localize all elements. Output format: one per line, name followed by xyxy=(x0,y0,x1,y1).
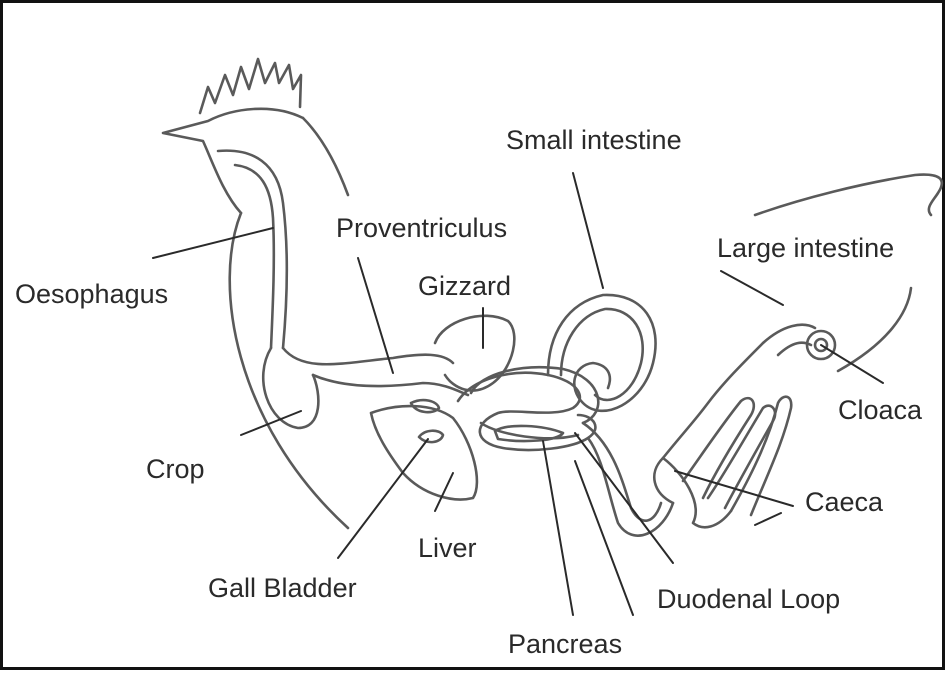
label-gizzard: Gizzard xyxy=(418,273,511,300)
cloaca-leader xyxy=(821,345,883,383)
label-crop: Crop xyxy=(146,456,205,483)
proventriculus-tube xyxy=(283,348,453,364)
small-intestine-descending xyxy=(588,438,673,536)
label-gall-bladder: Gall Bladder xyxy=(208,575,357,602)
back-outline xyxy=(303,118,348,195)
caeca-leader-2 xyxy=(755,513,781,525)
label-caeca: Caeca xyxy=(805,489,883,516)
small-intestine-descending-inner xyxy=(583,423,661,521)
caeca-base xyxy=(663,458,731,527)
gall-bladder-leader xyxy=(338,439,428,558)
liver-outline xyxy=(371,406,477,499)
label-proventriculus: Proventriculus xyxy=(336,215,507,242)
oesophagus-leader xyxy=(153,228,273,258)
label-liver: Liver xyxy=(418,535,477,562)
oesophagus-tube-inner xyxy=(235,165,274,348)
caeca-leader-1 xyxy=(675,471,793,506)
label-large-intestine: Large intestine xyxy=(717,235,894,262)
label-cloaca: Cloaca xyxy=(838,397,922,424)
oesophagus-tube xyxy=(218,151,287,348)
large-intestine-leader xyxy=(721,271,783,305)
proventriculus-tube-lower xyxy=(313,375,468,395)
proventriculus-leader xyxy=(358,258,393,373)
label-pancreas: Pancreas xyxy=(508,631,622,658)
comb-outline xyxy=(200,59,301,113)
liver-leader xyxy=(435,473,453,511)
digestive-system-drawing xyxy=(3,3,945,673)
label-duodenal-loop: Duodenal Loop xyxy=(657,586,840,613)
tail-outline xyxy=(755,175,942,215)
label-oesophagus: Oesophagus xyxy=(15,281,168,308)
gall-bladder-outline xyxy=(419,431,443,442)
chest-outline xyxy=(230,213,348,528)
gizzard-outline xyxy=(435,316,514,391)
pancreas-leader-1 xyxy=(543,441,573,615)
small-intestine-leader xyxy=(573,173,603,288)
tail-lower-outline xyxy=(838,288,911,371)
label-small-intestine: Small intestine xyxy=(506,127,682,154)
